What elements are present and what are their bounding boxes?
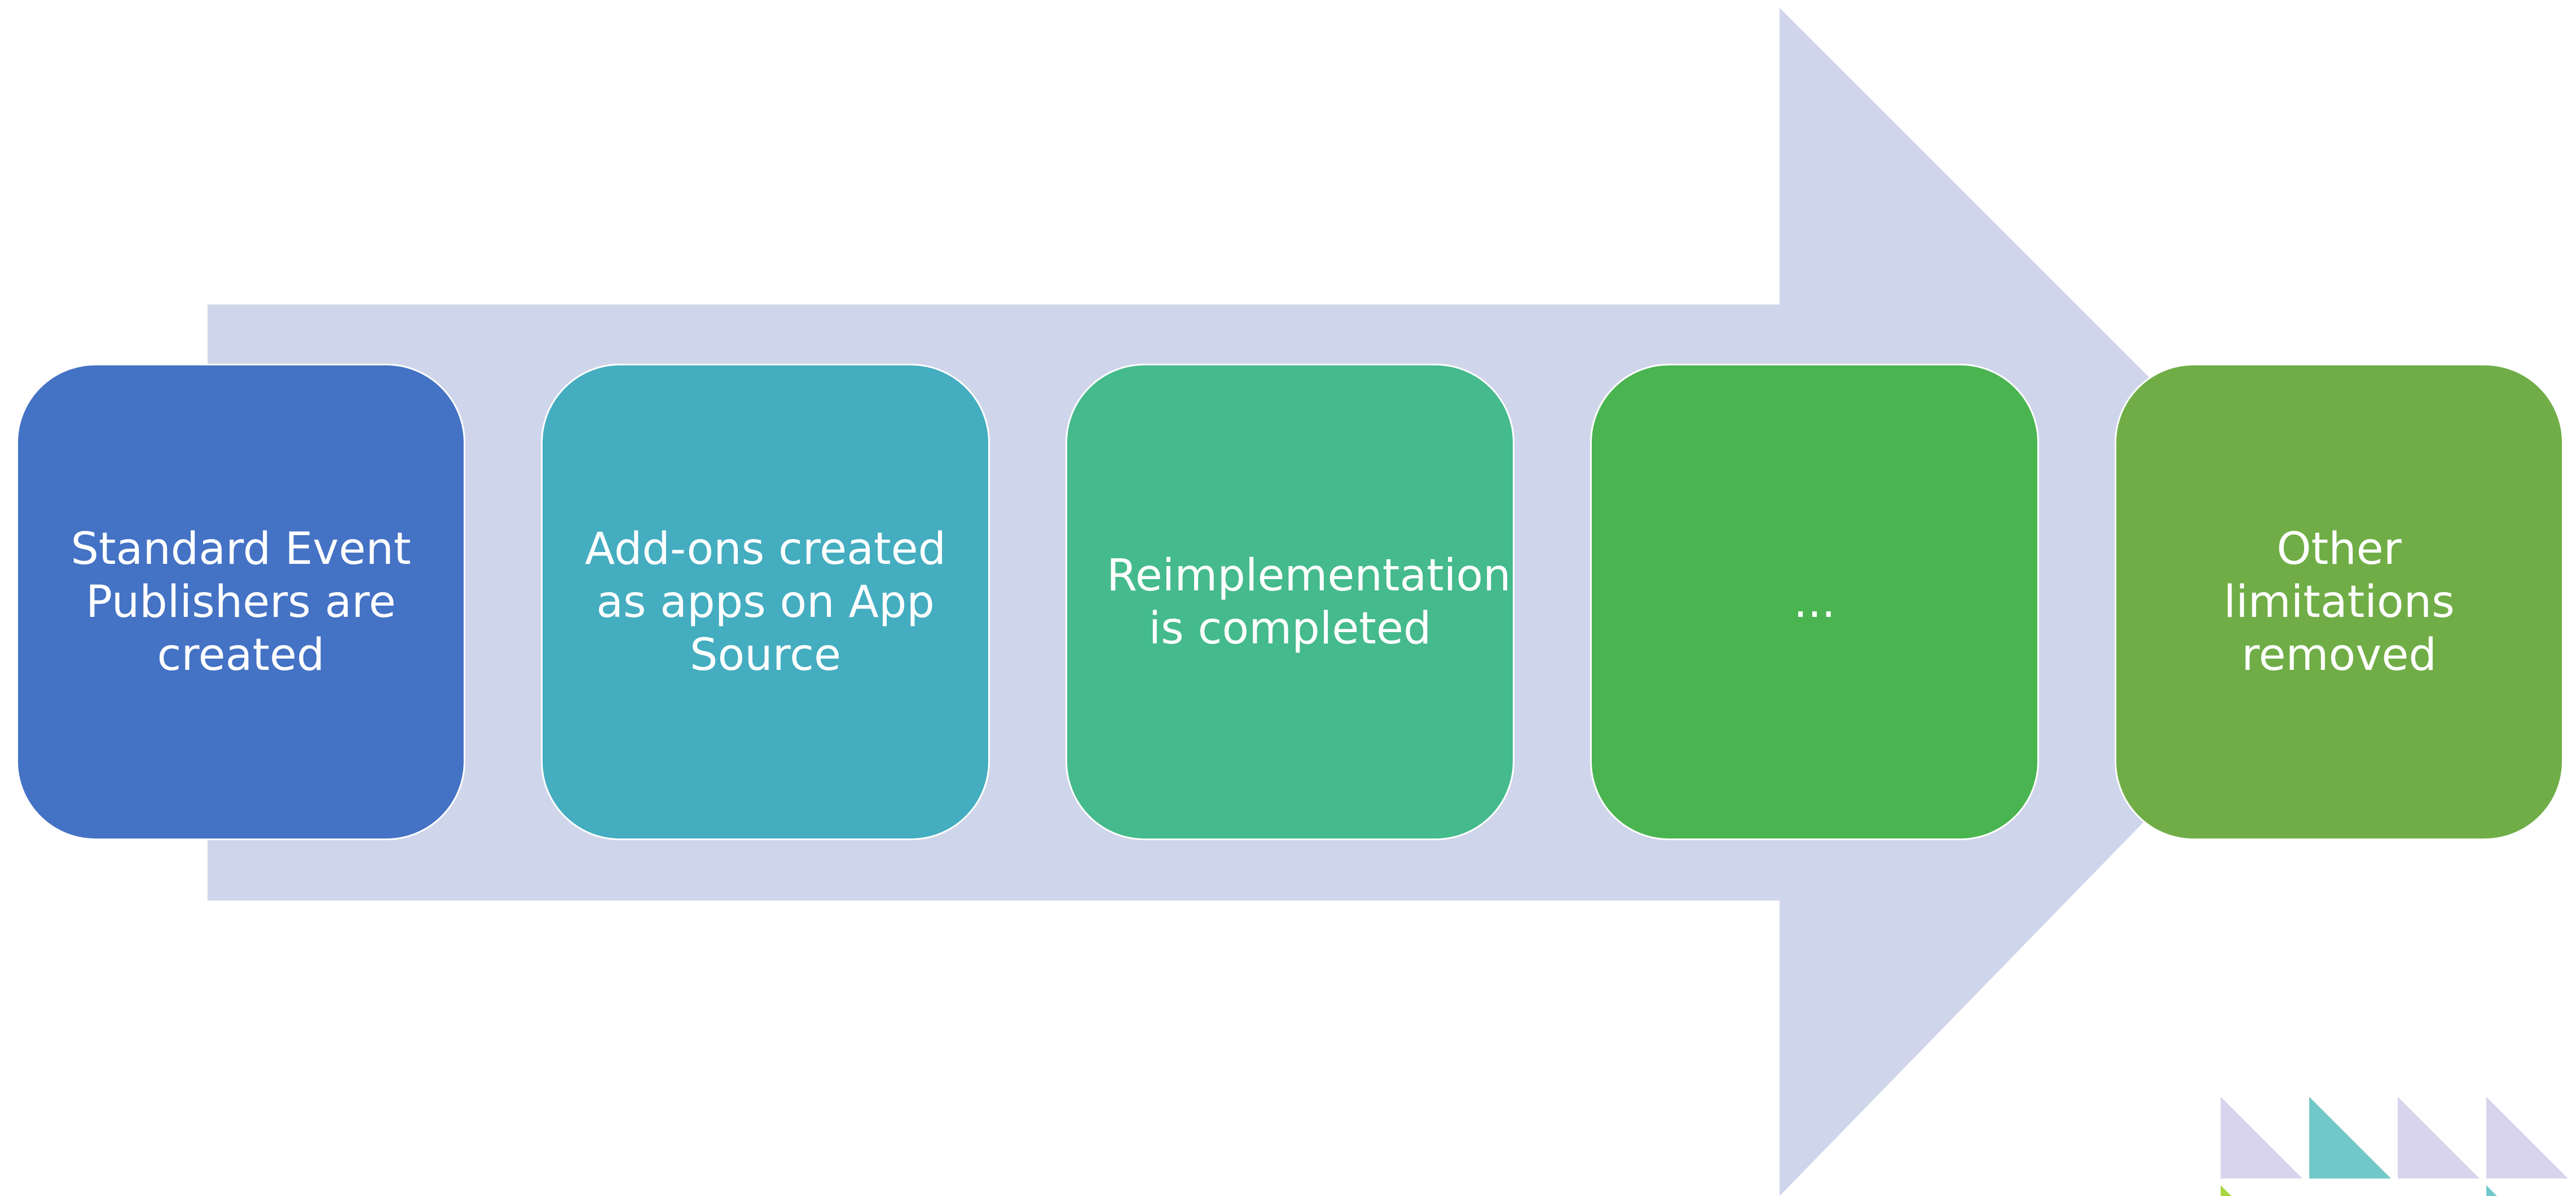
decor-triangle bbox=[2398, 1097, 2480, 1179]
decor-triangle bbox=[2486, 1097, 2568, 1179]
step-4-label: ... bbox=[1793, 576, 1836, 628]
step-4-box: ... bbox=[1590, 364, 2039, 840]
decor-triangle bbox=[2221, 1185, 2231, 1196]
step-1-box: Standard Event Publishers are created bbox=[16, 364, 465, 840]
step-1-label: Standard Event Publishers are created bbox=[71, 523, 411, 681]
step-5-label: Other limitations removed bbox=[2223, 523, 2455, 681]
step-5-box: Other limitations removed bbox=[2115, 364, 2564, 840]
decor-triangle bbox=[2486, 1185, 2497, 1196]
decor-triangle bbox=[2221, 1097, 2302, 1179]
step-2-box: Add-ons created as apps on App Source bbox=[541, 364, 990, 840]
step-3-box: Reimplementation is completed bbox=[1065, 364, 1514, 840]
step-3-label: Reimplementation is completed bbox=[1107, 550, 1511, 654]
decor-triangle bbox=[2309, 1097, 2391, 1179]
step-2-label: Add-ons created as apps on App Source bbox=[584, 523, 946, 681]
